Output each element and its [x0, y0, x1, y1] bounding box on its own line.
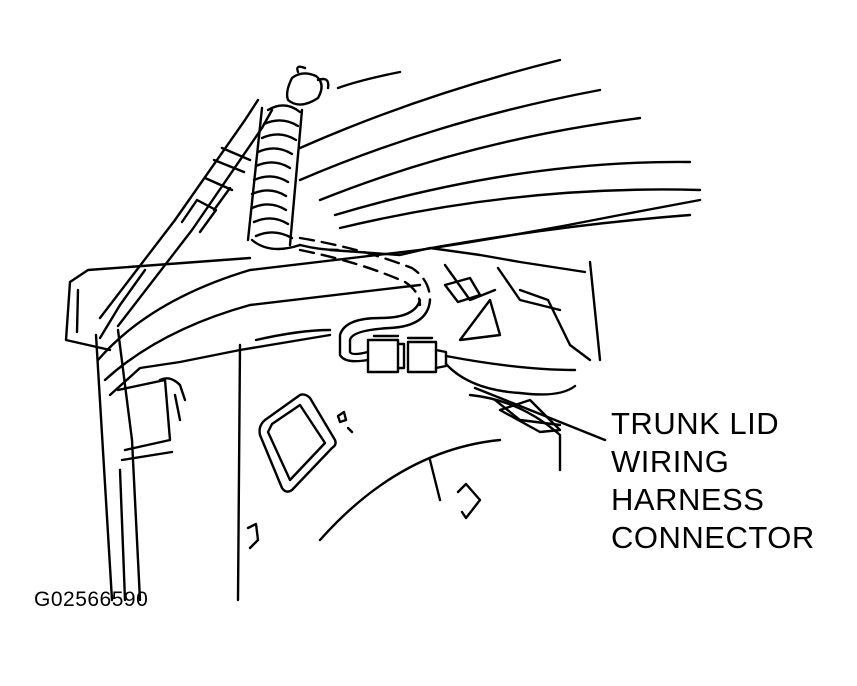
body-panel-lines: [298, 58, 702, 362]
callout-line-4: CONNECTOR: [611, 520, 815, 555]
trunk-hinge-strut: [98, 98, 274, 328]
trunk-inner-panel: [246, 393, 562, 550]
harness-conduit: [246, 65, 340, 252]
figure-id: G02566590: [34, 588, 149, 611]
callout-line-3: HARNESS: [611, 482, 765, 517]
callout-line-2: WIRING: [611, 444, 730, 479]
trunk-frame-outline: [64, 198, 702, 602]
left-lower-pocket: [116, 377, 187, 602]
callout-leader-line: [473, 386, 607, 442]
callout-line-1: TRUNK LID: [611, 406, 780, 441]
wiring-lead: [338, 298, 432, 363]
trunk-lid-cable: [444, 354, 577, 396]
connector-callout-label: TRUNK LID WIRING HARNESS CONNECTOR: [611, 405, 815, 557]
hidden-wire-route: [298, 236, 432, 307]
harness-connector: [366, 334, 448, 374]
